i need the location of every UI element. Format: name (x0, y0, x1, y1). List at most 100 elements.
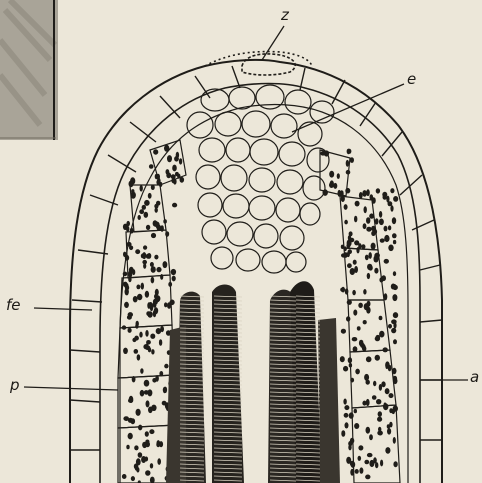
nucleus-dot (130, 228, 134, 234)
nucleus-dot (136, 409, 141, 416)
nucleus-dot (384, 235, 389, 242)
nucleus-dot (365, 475, 370, 480)
nucleus-dot (122, 474, 127, 479)
nucleus-dot (350, 469, 354, 476)
nucleus-dot (379, 316, 383, 320)
nucleus-dot (171, 174, 176, 179)
nucleus-dot (149, 429, 154, 434)
nucleus-dot (377, 417, 382, 422)
nucleus-dot (320, 151, 325, 155)
nucleus-dot (123, 282, 128, 287)
nucleus-dot (393, 271, 396, 276)
nucleus-dot (345, 422, 349, 428)
nucleus-dot (142, 260, 147, 264)
nucleus-dot (371, 226, 375, 231)
nucleus-dot (135, 249, 140, 254)
nucleus-dot (363, 289, 366, 295)
nucleus-dot (137, 294, 142, 300)
nucleus-dot (367, 273, 370, 279)
nucleus-dot (354, 266, 358, 273)
nucleus-dot (392, 233, 397, 238)
nucleus-dot (153, 149, 158, 154)
label-z: z (281, 8, 289, 23)
nucleus-dot (393, 284, 396, 289)
nucleus-dot (353, 346, 358, 352)
nucleus-dot (159, 339, 162, 346)
nucleus-dot (384, 226, 388, 232)
nucleus-dot (347, 149, 351, 155)
nucleus-dot (165, 231, 169, 237)
nucleus-dot (129, 396, 134, 403)
nucleus-dot (330, 180, 334, 187)
nucleus-dot (128, 433, 133, 440)
nucleus-dot (387, 424, 390, 428)
nucleus-dot (150, 334, 155, 339)
nucleus-dot (393, 240, 396, 244)
nucleus-dot (138, 425, 142, 431)
nucleus-dot (391, 319, 397, 324)
nucleus-dot (386, 196, 389, 203)
nucleus-dot (155, 289, 159, 296)
nucleus-dot (392, 368, 396, 374)
nucleus-dot (170, 300, 175, 306)
nucleus-dot (376, 335, 381, 340)
nucleus-dot (341, 253, 346, 257)
nucleus-dot (345, 288, 349, 294)
nucleus-dot (136, 458, 141, 465)
nucleus-dot (347, 300, 352, 305)
nucleus-dot (132, 376, 136, 382)
nucleus-dot (363, 320, 367, 324)
nucleus-dot (366, 217, 370, 224)
nucleus-dot (393, 196, 398, 202)
nucleus-dot (358, 445, 363, 450)
nucleus-dot (155, 208, 158, 213)
nucleus-dot (168, 282, 172, 287)
nucleus-dot (366, 356, 372, 362)
nucleus-dot (159, 371, 163, 376)
nucleus-dot (383, 402, 386, 408)
nucleus-dot (367, 301, 371, 307)
nucleus-dot (341, 329, 346, 334)
nucleus-dot (364, 374, 369, 381)
nucleus-dot (358, 303, 363, 308)
nucleus-dot (133, 296, 138, 302)
nucleus-dot (126, 445, 129, 450)
nucleus-dot (155, 375, 159, 382)
nucleus-dot (177, 174, 180, 179)
nucleus-dot (151, 233, 156, 238)
nucleus-dot (146, 340, 151, 345)
nucleus-dot (338, 190, 341, 197)
nucleus-dot (142, 442, 147, 448)
nucleus-dot (382, 192, 387, 198)
nucleus-dot (365, 255, 369, 261)
nucleus-dot (354, 409, 357, 413)
nucleus-dot (374, 268, 378, 274)
nucleus-dot (151, 185, 155, 190)
nucleus-dot (329, 171, 334, 178)
nucleus-dot (156, 174, 160, 180)
nucleus-dot (341, 430, 345, 437)
nucleus-dot (137, 354, 141, 360)
nucleus-dot (361, 244, 365, 249)
nucleus-dot (146, 254, 151, 259)
nucleus-dot (162, 401, 167, 406)
nucleus-dot (340, 356, 345, 362)
nucleus-dot (154, 255, 158, 260)
nucleus-dot (154, 298, 159, 303)
nucleus-dot (384, 259, 389, 264)
nucleus-dot (393, 437, 396, 444)
nucleus-dot (151, 266, 156, 273)
nucleus-dot (341, 287, 345, 293)
nucleus-dot (346, 457, 351, 464)
nucleus-dot (388, 225, 391, 230)
nucleus-dot (369, 213, 374, 218)
nucleus-dot (344, 413, 349, 418)
nucleus-dot (129, 181, 134, 188)
nucleus-dot (146, 225, 150, 230)
label-a: a (470, 370, 479, 385)
nucleus-dot (371, 231, 375, 236)
nucleus-dot (358, 456, 362, 461)
nucleus-dot (126, 242, 131, 247)
nucleus-dot (180, 177, 185, 183)
nucleus-dot (354, 423, 359, 429)
